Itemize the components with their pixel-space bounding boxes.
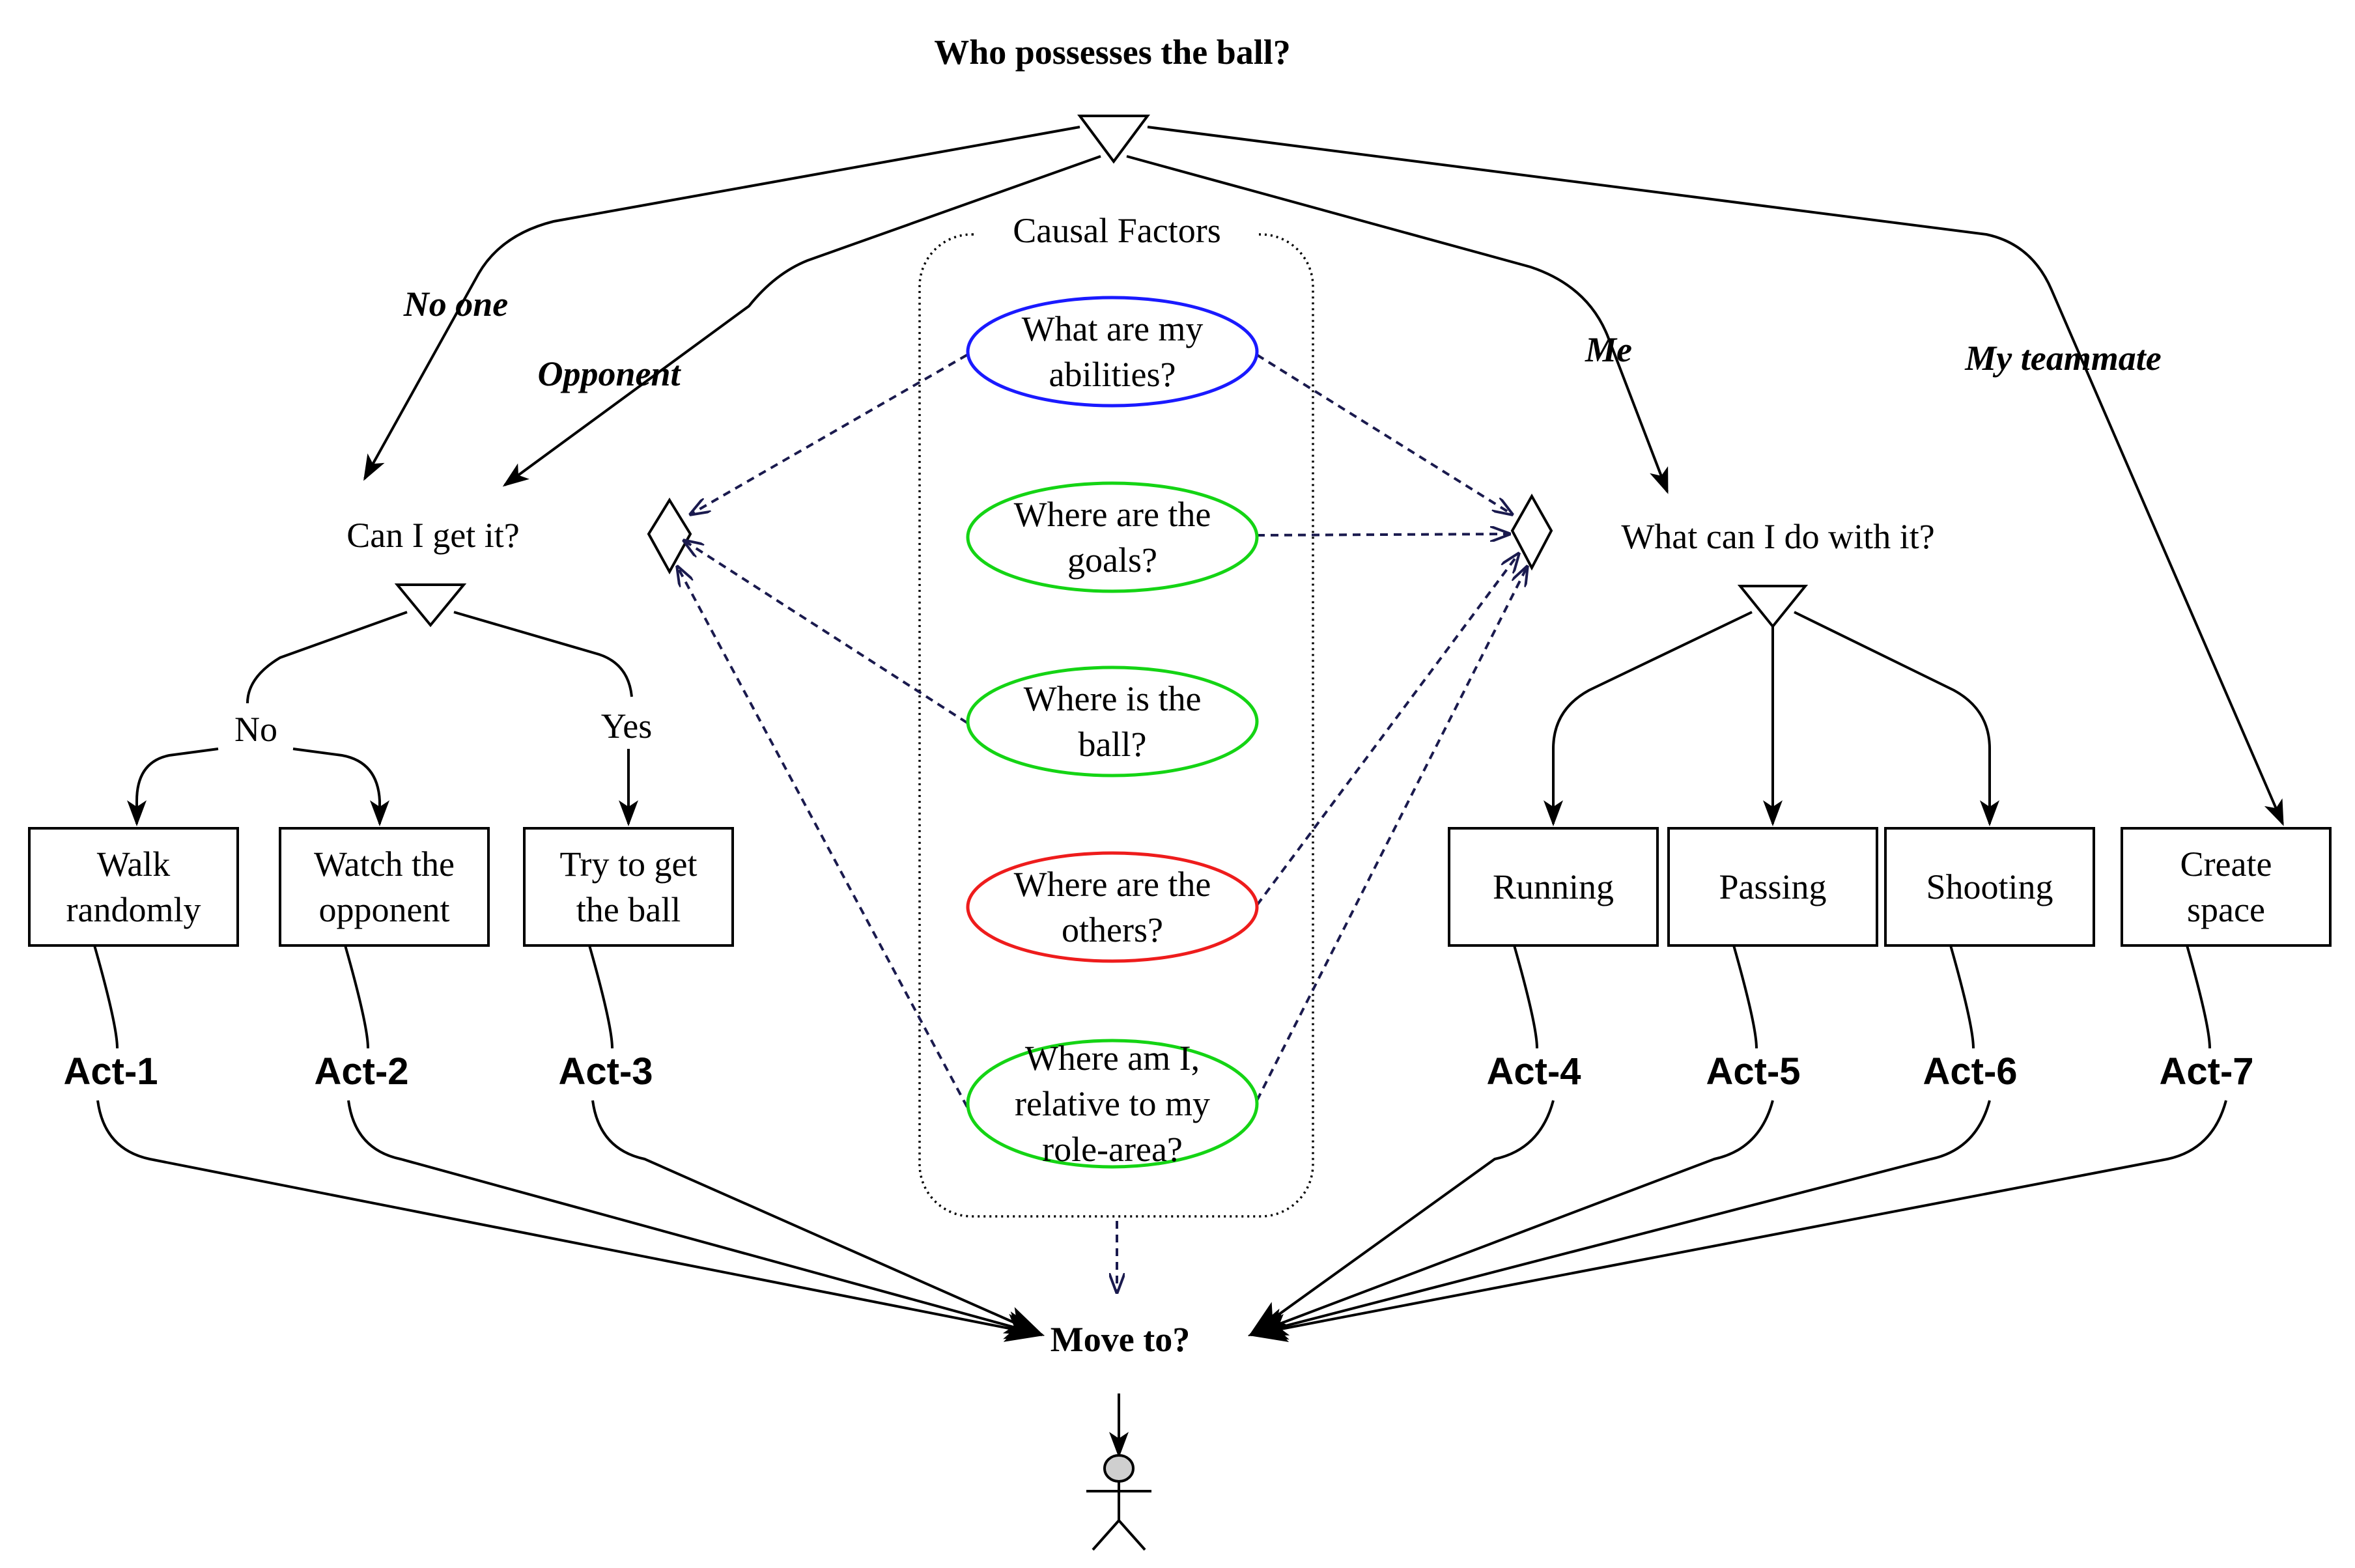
act-to-move-arrow [1248, 1100, 2227, 1343]
act-to-move-arrow [591, 1100, 1045, 1336]
branch-label-opponent: Opponent [537, 354, 681, 393]
edge-no-one [363, 126, 1080, 481]
act-label: Act-6 [1923, 1050, 2017, 1093]
branch-label-no-one: No one [403, 285, 509, 324]
oval-text-line: What are my [1022, 309, 1204, 348]
action-box [1667, 827, 1878, 947]
act-label: Act-2 [314, 1050, 408, 1093]
box-to-act-connector [1732, 945, 1758, 1049]
edge-right-shooting [1794, 611, 1999, 826]
oval-text-line: ball? [1079, 725, 1147, 764]
action-box-text: space [2187, 890, 2265, 929]
act-to-move-arrow [1248, 1100, 1774, 1336]
left-gateway-triangle-icon [394, 583, 467, 628]
oval-text-line: goals? [1067, 540, 1157, 580]
left-question: Can I get it? [346, 516, 519, 555]
oval-text-line: others? [1062, 910, 1163, 949]
oval-text-line: relative to my [1015, 1084, 1210, 1123]
act-to-move-arrow [96, 1100, 1045, 1342]
act-label: Act-7 [2159, 1050, 2253, 1093]
box-to-act-connector [344, 945, 369, 1049]
causal-factor-oval: Where is the ball? [966, 665, 1259, 777]
causal-factor-oval: Where are the goals? [966, 481, 1259, 593]
answer-no: No [234, 710, 277, 749]
causal-factor-oval: Where am I, relative to my role-area? [966, 1039, 1259, 1169]
action-box [1448, 827, 1659, 947]
branch-label-me: Me [1585, 330, 1632, 369]
edge-no-to-act1 [127, 748, 219, 826]
edge-right-running [1544, 611, 1753, 826]
oval-outline [966, 665, 1259, 777]
answer-yes: Yes [601, 707, 653, 746]
causal-factor-ovals: What are my abilities? Where are the goals?… [966, 296, 1259, 1169]
action-box-text: Create [2180, 845, 2272, 884]
action-box [28, 827, 239, 947]
right-gateway-triangle-icon [1737, 585, 1809, 629]
right-diamond-gateway-icon [1510, 493, 1553, 571]
action-box-text: Watch the [314, 845, 455, 884]
oval-text-line: Where are the [1014, 495, 1211, 534]
top-gateway-triangle-icon [1077, 115, 1150, 164]
oval-text-line: Where are the [1014, 865, 1211, 904]
stick-figure-icon [1086, 1454, 1151, 1551]
action-box-text: Running [1493, 867, 1614, 906]
act-to-move-arrow [1248, 1100, 1555, 1337]
oval-outline [966, 851, 1259, 963]
oval-text-line: role-area? [1042, 1130, 1183, 1169]
right-question: What can I do with it? [1621, 517, 1934, 556]
action-box-text: Passing [1719, 867, 1826, 906]
branch-label-teammate: My teammate [1964, 339, 2161, 378]
box-to-act-connector [588, 945, 613, 1049]
act-label: Act-5 [1706, 1050, 1800, 1093]
edge-teammate [1147, 126, 2284, 826]
causal-factors-label: Causal Factors [1013, 211, 1220, 250]
act-label: Act-3 [558, 1050, 653, 1093]
causal-factor-oval: Where are the others? [966, 851, 1259, 963]
oval-text-line: Where is the [1024, 679, 1202, 718]
oval-outline [966, 296, 1259, 408]
action-box [279, 827, 490, 947]
box-to-act-connector [1949, 945, 1975, 1049]
causal-influence-arrows [677, 354, 1527, 1293]
action-box-text: opponent [319, 890, 450, 929]
diagram-title: Who possesses the ball? [934, 33, 1291, 72]
edge-me [1126, 155, 1669, 494]
action-box-text: Try to get [559, 845, 697, 884]
action-box-text: Shooting [1926, 867, 2053, 906]
action-box-text: randomly [66, 890, 201, 929]
final-question: Move to? [1051, 1320, 1190, 1359]
act-label: Act-1 [63, 1050, 158, 1093]
action-box [523, 827, 734, 947]
box-to-act-connector [93, 945, 119, 1049]
act-to-move-arrow [1248, 1100, 1991, 1340]
act-to-move-arrow [347, 1100, 1045, 1339]
edge-left-no [246, 611, 408, 704]
oval-outline [966, 1039, 1259, 1169]
left-diamond-gateway-icon [647, 497, 692, 575]
causal-factors-group [918, 233, 1314, 1218]
action-box-text: Walk [97, 845, 171, 884]
causal-factor-oval: What are my abilities? [966, 296, 1259, 408]
edge-opponent [502, 155, 1101, 487]
action-box [2121, 827, 2332, 947]
act-label: Act-4 [1486, 1050, 1581, 1093]
action-box [1884, 827, 2095, 947]
oval-text-line: Where am I, [1025, 1039, 1200, 1078]
edge-left-yes [453, 611, 633, 697]
action-box-text: the ball [576, 890, 681, 929]
edge-no-to-act2 [292, 748, 389, 826]
box-to-act-connector [1513, 945, 1538, 1049]
oval-text-line: abilities? [1049, 355, 1176, 394]
oval-outline [966, 481, 1259, 593]
box-to-act-connector [2186, 945, 2211, 1049]
